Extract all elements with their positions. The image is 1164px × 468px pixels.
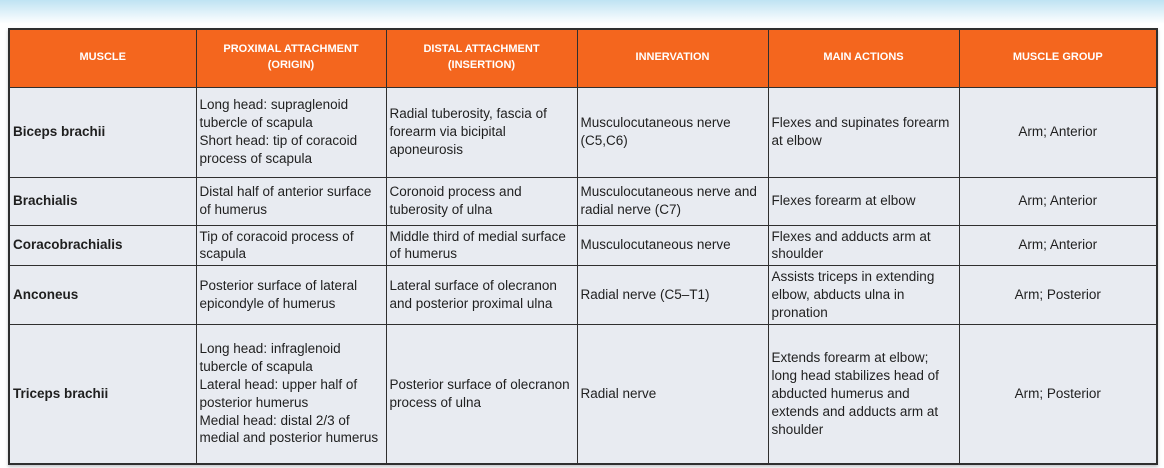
muscle-table-container: MUSCLE PROXIMAL ATTACHMENT (ORIGIN) DIST… (8, 28, 1158, 466)
cell-distal-attachment: Radial tuberosity, fascia of forearm via… (385, 86, 578, 178)
cell-muscle-group: Arm; Anterior (958, 224, 1158, 267)
cell-distal-attachment: Coronoid process and tuberosity of ulna (385, 176, 578, 226)
cell-innervation: Radial nerve (C5–T1) (576, 265, 769, 325)
cell-proximal-attachment: Long head: supraglenoid tubercle of scap… (195, 86, 387, 178)
top-gradient-strip (0, 0, 1164, 26)
cell-proximal-attachment: Tip of coracoid process of scapula (195, 224, 387, 267)
table-row-biceps-brachii: Biceps brachii Long head: supraglenoid t… (8, 86, 1158, 178)
table-row-coracobrachialis: Coracobrachialis Tip of coracoid process… (8, 224, 1158, 267)
cell-muscle-name: Anconeus (8, 265, 197, 325)
cell-innervation: Musculocutaneous nerve (C5,C6) (576, 86, 769, 178)
cell-proximal-attachment: Distal half of anterior surface of humer… (195, 176, 387, 226)
col-header-innervation: INNERVATION (576, 28, 769, 88)
cell-distal-attachment: Lateral surface of olecranon and posteri… (385, 265, 578, 325)
cell-innervation: Radial nerve (576, 323, 769, 465)
cell-muscle-group: Arm; Posterior (958, 265, 1158, 325)
cell-muscle-group: Arm; Anterior (958, 86, 1158, 178)
header-row: MUSCLE PROXIMAL ATTACHMENT (ORIGIN) DIST… (8, 28, 1158, 88)
cell-main-actions: Flexes and adducts arm at shoulder (767, 224, 960, 267)
cell-proximal-attachment: Long head: infraglenoid tubercle of scap… (195, 323, 387, 465)
cell-main-actions: Assists triceps in extending elbow, abdu… (767, 265, 960, 325)
cell-muscle-name: Coracobrachialis (8, 224, 197, 267)
cell-muscle-name: Biceps brachii (8, 86, 197, 178)
cell-main-actions: Flexes forearm at elbow (767, 176, 960, 226)
cell-muscle-group: Arm; Posterior (958, 323, 1158, 465)
cell-distal-attachment: Middle third of medial surface of humeru… (385, 224, 578, 267)
table-row-brachialis: Brachialis Distal half of anterior surfa… (8, 176, 1158, 226)
col-header-proximal-attachment: PROXIMAL ATTACHMENT (ORIGIN) (195, 28, 387, 88)
cell-proximal-attachment: Posterior surface of lateral epicondyle … (195, 265, 387, 325)
cell-distal-attachment: Posterior surface of olecranon process o… (385, 323, 578, 465)
col-header-main-actions: MAIN ACTIONS (767, 28, 960, 88)
cell-main-actions: Flexes and supinates forearm at elbow (767, 86, 960, 178)
table-row-triceps-brachii: Triceps brachii Long head: infraglenoid … (8, 323, 1158, 465)
col-header-muscle-group: MUSCLE GROUP (958, 28, 1158, 88)
cell-muscle-name: Triceps brachii (8, 323, 197, 465)
col-header-muscle: MUSCLE (8, 28, 197, 88)
table-row-anconeus: Anconeus Posterior surface of lateral ep… (8, 265, 1158, 325)
cell-muscle-name: Brachialis (8, 176, 197, 226)
cell-main-actions: Extends forearm at elbow; long head stab… (767, 323, 960, 465)
col-header-distal-attachment: DISTAL ATTACHMENT (INSERTION) (385, 28, 578, 88)
cell-innervation: Musculocutaneous nerve and radial nerve … (576, 176, 769, 226)
muscle-table: MUSCLE PROXIMAL ATTACHMENT (ORIGIN) DIST… (8, 28, 1158, 466)
cell-muscle-group: Arm; Anterior (958, 176, 1158, 226)
cell-innervation: Musculocutaneous nerve (576, 224, 769, 267)
